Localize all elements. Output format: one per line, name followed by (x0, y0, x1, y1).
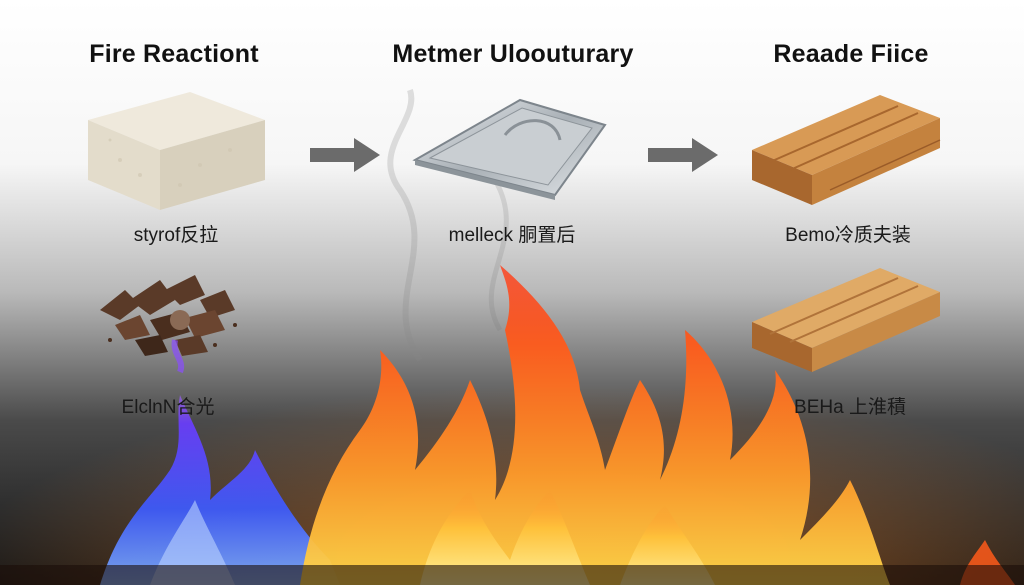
heading-metal-unit: Metmer Uloouturary (392, 40, 634, 68)
caption-debris: ElclnN合光 (121, 397, 215, 418)
caption-wood-bottom: BEHa 上淮積 (794, 397, 906, 418)
arrow-right-icon (310, 138, 380, 172)
caption-metal: melleck 胴置后 (448, 225, 576, 246)
caption-wood-top: Bemo冷质夫装 (785, 225, 911, 246)
caption-styrofoam: styrof反拉 (133, 225, 219, 246)
heading-reaction-fire: Reaade Fiice (773, 40, 929, 68)
heading-fire-reaction: Fire Reactiont (89, 40, 259, 68)
arrow-right-icon-2 (648, 138, 718, 172)
